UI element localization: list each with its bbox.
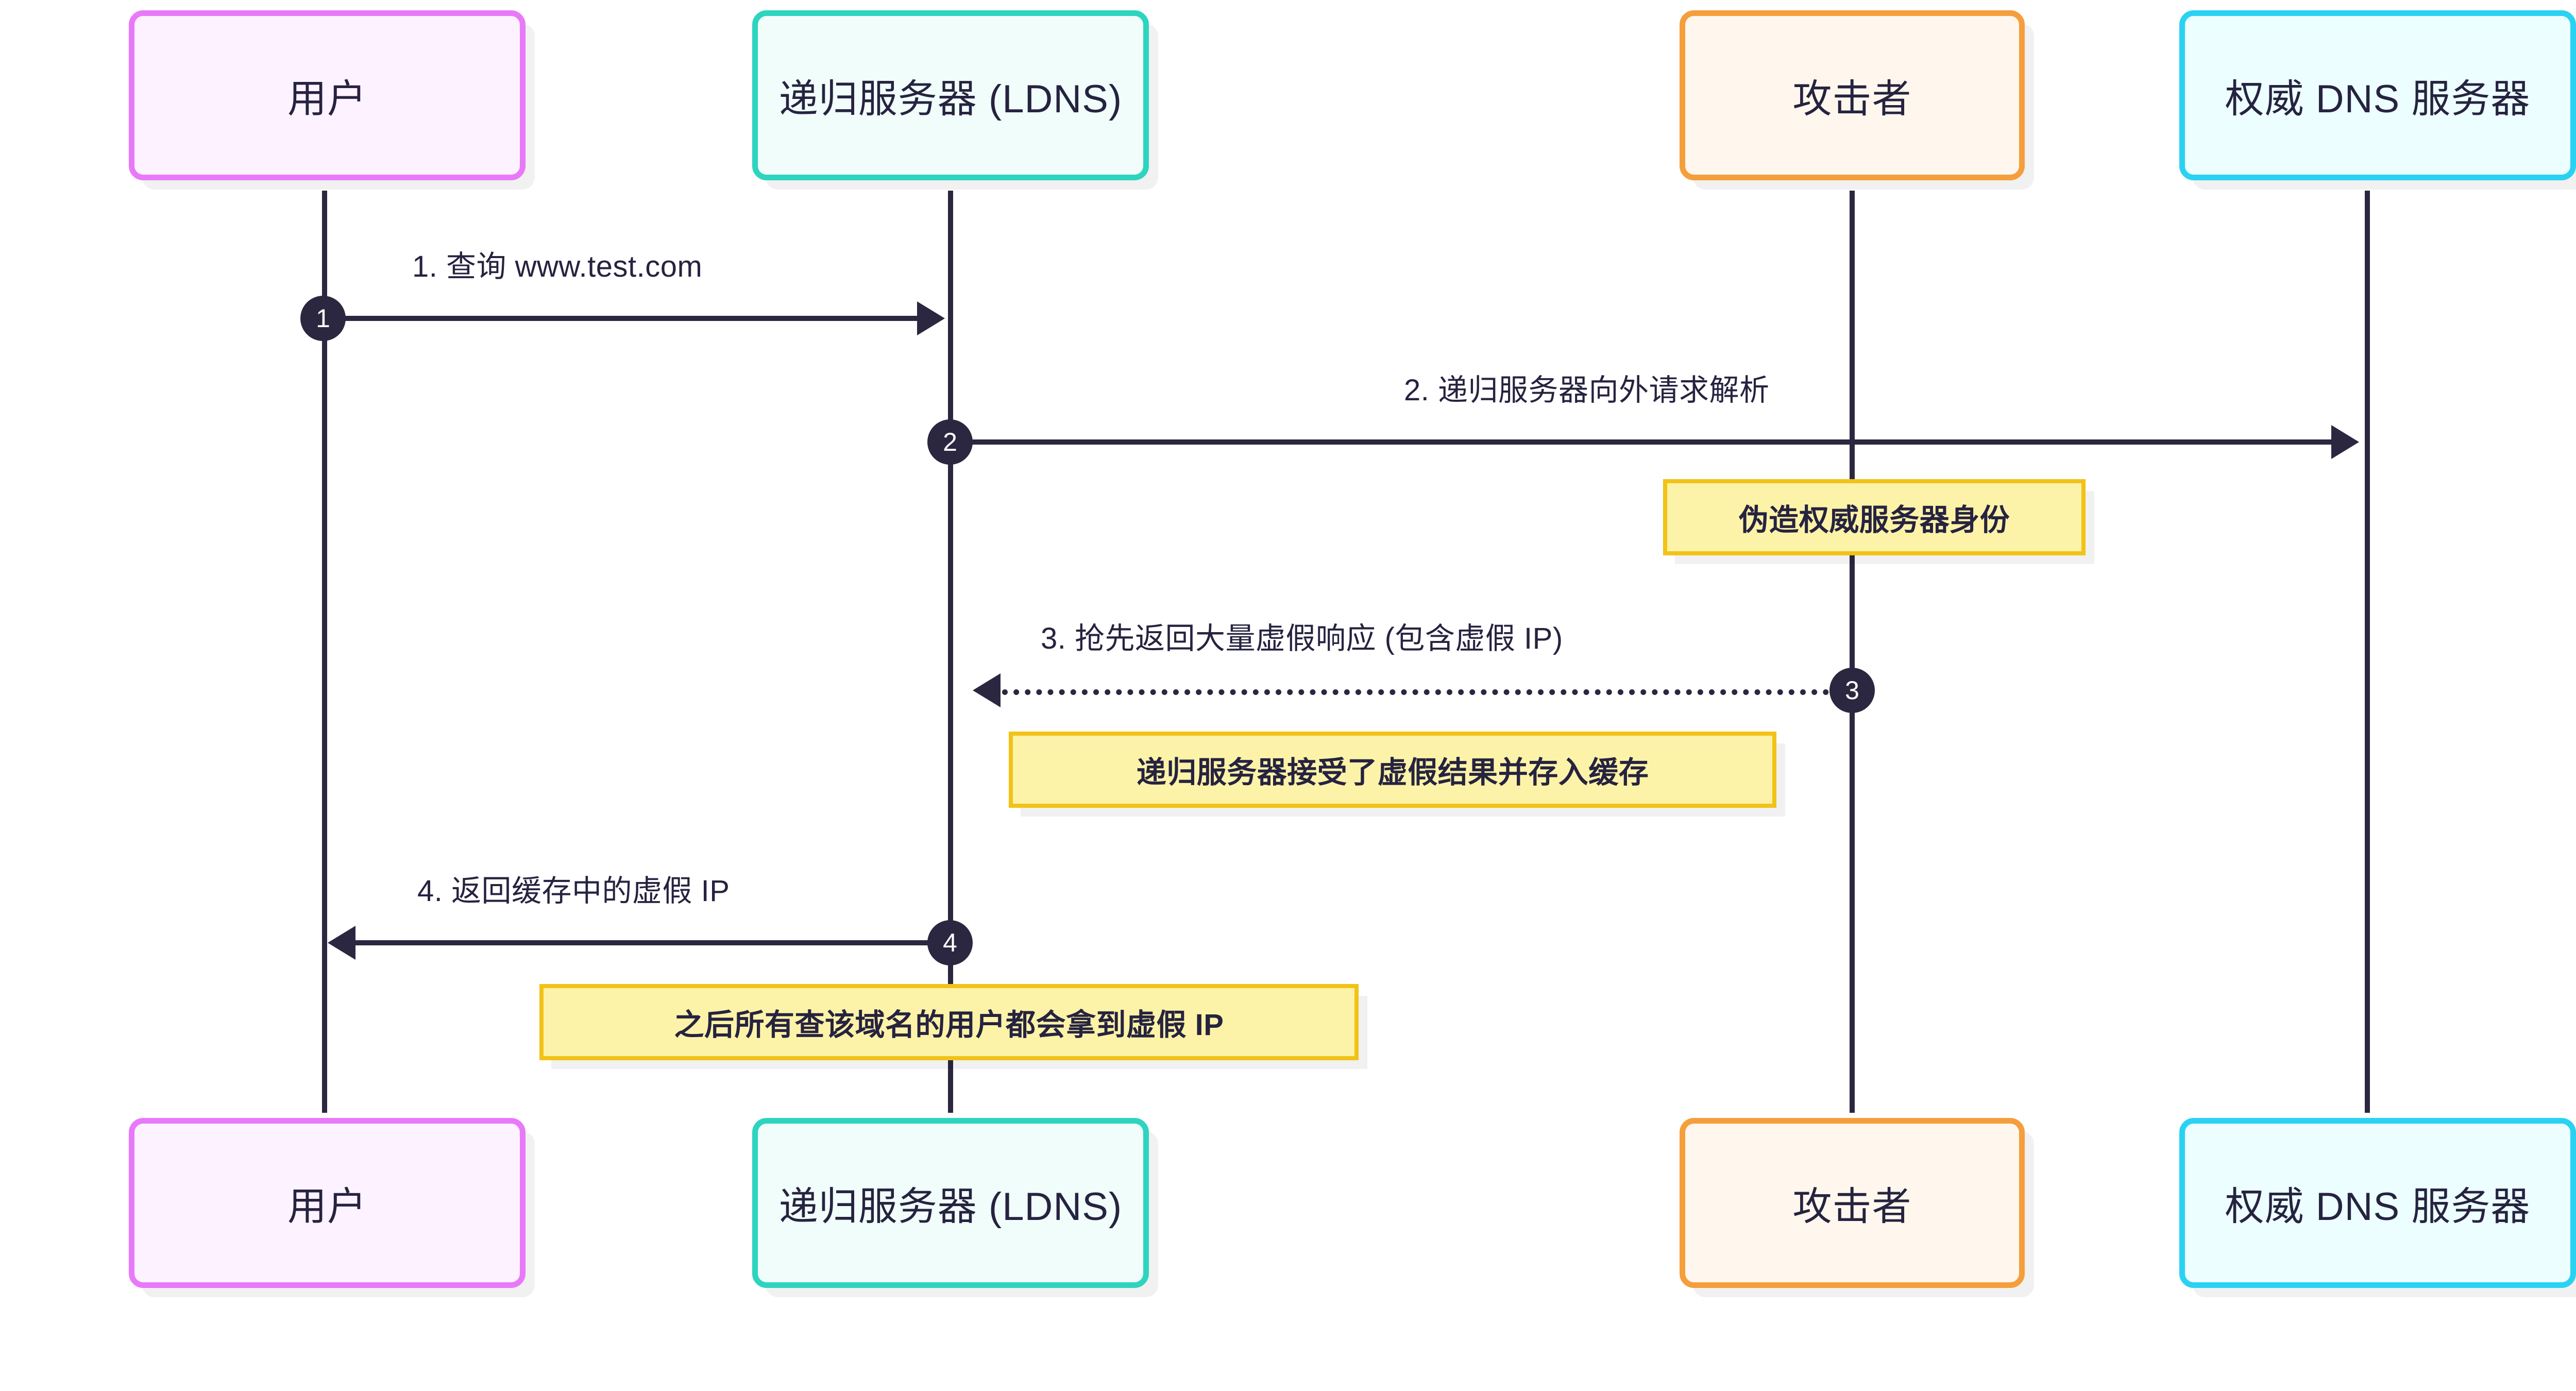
- message-label-4: 4. 返回缓存中的虚假 IP: [417, 874, 730, 908]
- message-arrowhead-3: [973, 673, 1001, 707]
- lifeline-ldns: [948, 191, 953, 1113]
- actor-label-user-top: 用户: [287, 77, 367, 121]
- note-text-cache-poisoned: 递归服务器接受了虚假结果并存入缓存: [1136, 756, 1649, 789]
- lifeline-auth-dns: [2365, 191, 2370, 1113]
- actor-label-attacker-top: 攻击者: [1792, 77, 1912, 121]
- message-line-3: [1002, 689, 1829, 695]
- actor-box-attacker-bottom[interactable]: 攻击者: [1680, 1118, 2025, 1288]
- lifeline-user: [322, 191, 327, 1113]
- message-label-1: 1. 查询 www.test.com: [412, 250, 703, 283]
- actor-label-ldns-top: 递归服务器 (LDNS): [778, 77, 1123, 121]
- actor-box-attacker-top[interactable]: 攻击者: [1680, 10, 2025, 180]
- actor-label-ldns-bottom: 递归服务器 (LDNS): [778, 1185, 1123, 1229]
- sequence-number-1: 1: [300, 296, 346, 341]
- actor-box-auth-dns-bottom[interactable]: 权威 DNS 服务器: [2179, 1118, 2576, 1288]
- actor-label-attacker-bottom: 攻击者: [1792, 1185, 1912, 1229]
- message-arrowhead-2: [2331, 425, 2359, 459]
- note-text-all-users-poisoned: 之后所有查该域名的用户都会拿到虚假 IP: [674, 1008, 1224, 1042]
- actor-label-auth-dns-bottom: 权威 DNS 服务器: [2225, 1185, 2531, 1229]
- message-label-3: 3. 抢先返回大量虚假响应 (包含虚假 IP): [1041, 622, 1563, 655]
- message-line-1: [340, 316, 917, 321]
- message-arrowhead-4: [328, 926, 355, 960]
- actor-box-ldns-bottom[interactable]: 递归服务器 (LDNS): [752, 1118, 1149, 1288]
- sequence-number-2: 2: [927, 419, 973, 465]
- note-cache-poisoned: 递归服务器接受了虚假结果并存入缓存: [1009, 732, 1776, 808]
- actor-box-ldns-top[interactable]: 递归服务器 (LDNS): [752, 10, 1149, 180]
- note-all-users-poisoned: 之后所有查该域名的用户都会拿到虚假 IP: [539, 984, 1359, 1060]
- note-forge-authority: 伪造权威服务器身份: [1663, 479, 2086, 555]
- actor-box-user-bottom[interactable]: 用户: [129, 1118, 526, 1288]
- message-arrowhead-1: [917, 301, 945, 335]
- lifeline-attacker: [1850, 191, 1855, 1113]
- note-text-forge-authority: 伪造权威服务器身份: [1738, 503, 2010, 537]
- actor-box-user-top[interactable]: 用户: [129, 10, 526, 180]
- actor-label-auth-dns-top: 权威 DNS 服务器: [2225, 77, 2531, 121]
- actor-box-auth-dns-top[interactable]: 权威 DNS 服务器: [2179, 10, 2576, 180]
- sequence-number-3: 3: [1829, 668, 1875, 713]
- message-label-2: 2. 递归服务器向外请求解析: [1404, 374, 1770, 407]
- actor-label-user-bottom: 用户: [287, 1185, 367, 1229]
- message-line-4: [355, 940, 928, 945]
- message-line-2: [969, 439, 2331, 445]
- sequence-number-4: 4: [927, 920, 973, 965]
